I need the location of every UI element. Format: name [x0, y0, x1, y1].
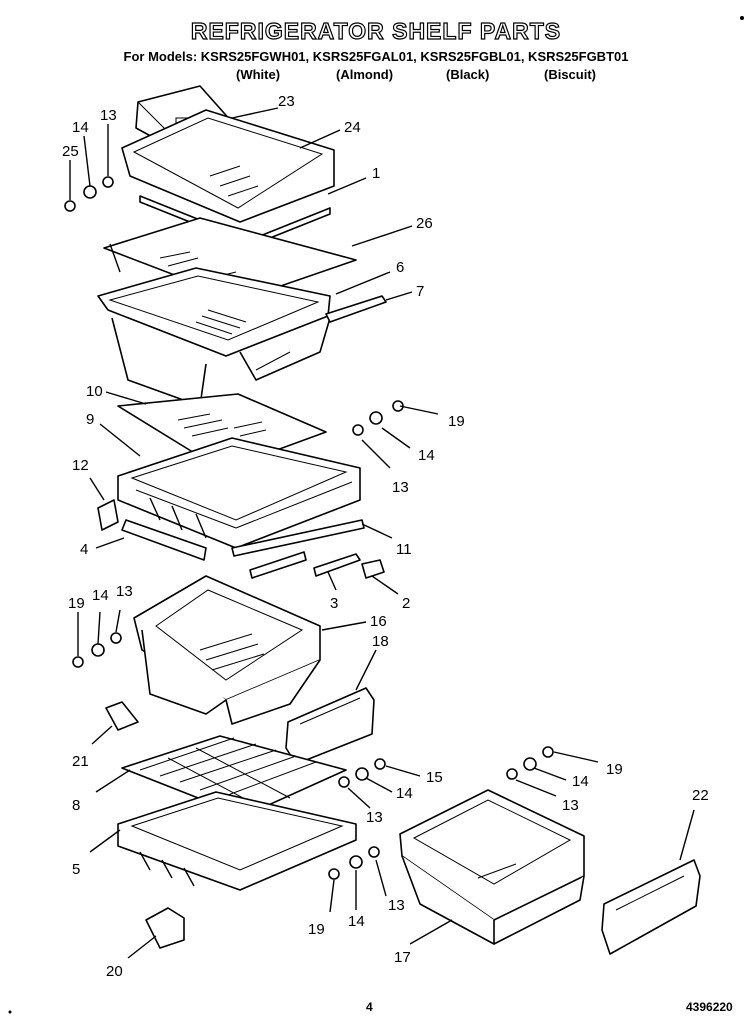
callout-18: 18 — [372, 633, 389, 650]
callout-14f: 14 — [348, 913, 365, 930]
part-22-drawer-front — [601, 859, 701, 955]
callout-19b: 19 — [68, 595, 85, 612]
callout-19d: 19 — [308, 921, 325, 938]
callout-4: 4 — [80, 541, 88, 558]
callout-10: 10 — [86, 383, 103, 400]
callout-1: 1 — [372, 165, 380, 182]
part-2-clip — [361, 559, 385, 579]
callout-15: 15 — [426, 769, 443, 786]
model-list: For Models: KSRS25FGWH01, KSRS25FGAL01, … — [123, 49, 629, 64]
callout-20: 20 — [106, 963, 123, 980]
callout-11: 11 — [396, 541, 412, 558]
callout-8: 8 — [72, 797, 80, 814]
callout-2: 2 — [402, 595, 410, 612]
part-20-cover — [145, 907, 185, 949]
part-12-bracket — [97, 499, 119, 531]
part-18-drawer-front — [285, 687, 375, 765]
callout-5: 5 — [72, 861, 80, 878]
callout-16: 16 — [370, 613, 387, 630]
part-trim-small — [249, 551, 307, 579]
part-21-clip — [105, 701, 139, 731]
part-9-frame — [117, 437, 361, 549]
callout-14e: 14 — [572, 773, 589, 790]
callout-6: 6 — [396, 259, 404, 276]
callout-3: 3 — [330, 595, 338, 612]
callout-9: 9 — [86, 411, 94, 428]
part-7-strip — [325, 295, 387, 323]
leader-lines — [69, 107, 695, 959]
part-6-crisper-cover — [97, 267, 331, 407]
callout-22: 22 — [692, 787, 709, 804]
callout-14c: 14 — [92, 587, 109, 604]
color-biscuit: (Biscuit) — [544, 67, 596, 82]
page-number: 4 — [366, 1000, 373, 1014]
callout-14b: 14 — [418, 447, 435, 464]
callout-14a: 14 — [72, 119, 89, 136]
part-3-bar — [313, 553, 361, 577]
callout-24: 24 — [344, 119, 361, 136]
callout-17: 17 — [394, 949, 411, 966]
color-white: (White) — [236, 67, 281, 82]
callout-26: 26 — [416, 215, 433, 232]
callout-7: 7 — [416, 283, 424, 300]
callout-13d: 13 — [366, 809, 383, 826]
callout-19a: 19 — [448, 413, 465, 430]
callout-23: 23 — [278, 93, 295, 110]
hardware-fasteners — [64, 176, 554, 880]
part-16-crisper-drawer — [133, 575, 321, 725]
diagram-title: REFRIGERATOR SHELF PARTS — [190, 17, 562, 44]
callout-19c: 19 — [606, 761, 623, 778]
part-24-shelf-frame — [121, 109, 335, 223]
part-17-drawer — [399, 789, 585, 945]
callout-13c: 13 — [116, 583, 133, 600]
callout-13b: 13 — [392, 479, 409, 496]
color-almond: (Almond) — [336, 67, 394, 82]
callout-25: 25 — [62, 143, 79, 160]
document-part-number: 4396220 — [686, 1000, 733, 1014]
callout-14d: 14 — [396, 785, 413, 802]
callout-13a: 13 — [100, 107, 117, 124]
callout-13f: 13 — [388, 897, 405, 914]
callout-13e: 13 — [562, 797, 579, 814]
callout-12: 12 — [72, 457, 89, 474]
part-4-trim — [121, 519, 207, 561]
part-5-tray — [117, 791, 357, 891]
callout-labels: 23 24 14 13 25 1 26 6 7 10 9 19 14 13 12… — [62, 93, 709, 980]
callout-21: 21 — [72, 753, 89, 770]
part-11-trim — [231, 519, 365, 557]
color-black: (Black) — [446, 67, 490, 82]
